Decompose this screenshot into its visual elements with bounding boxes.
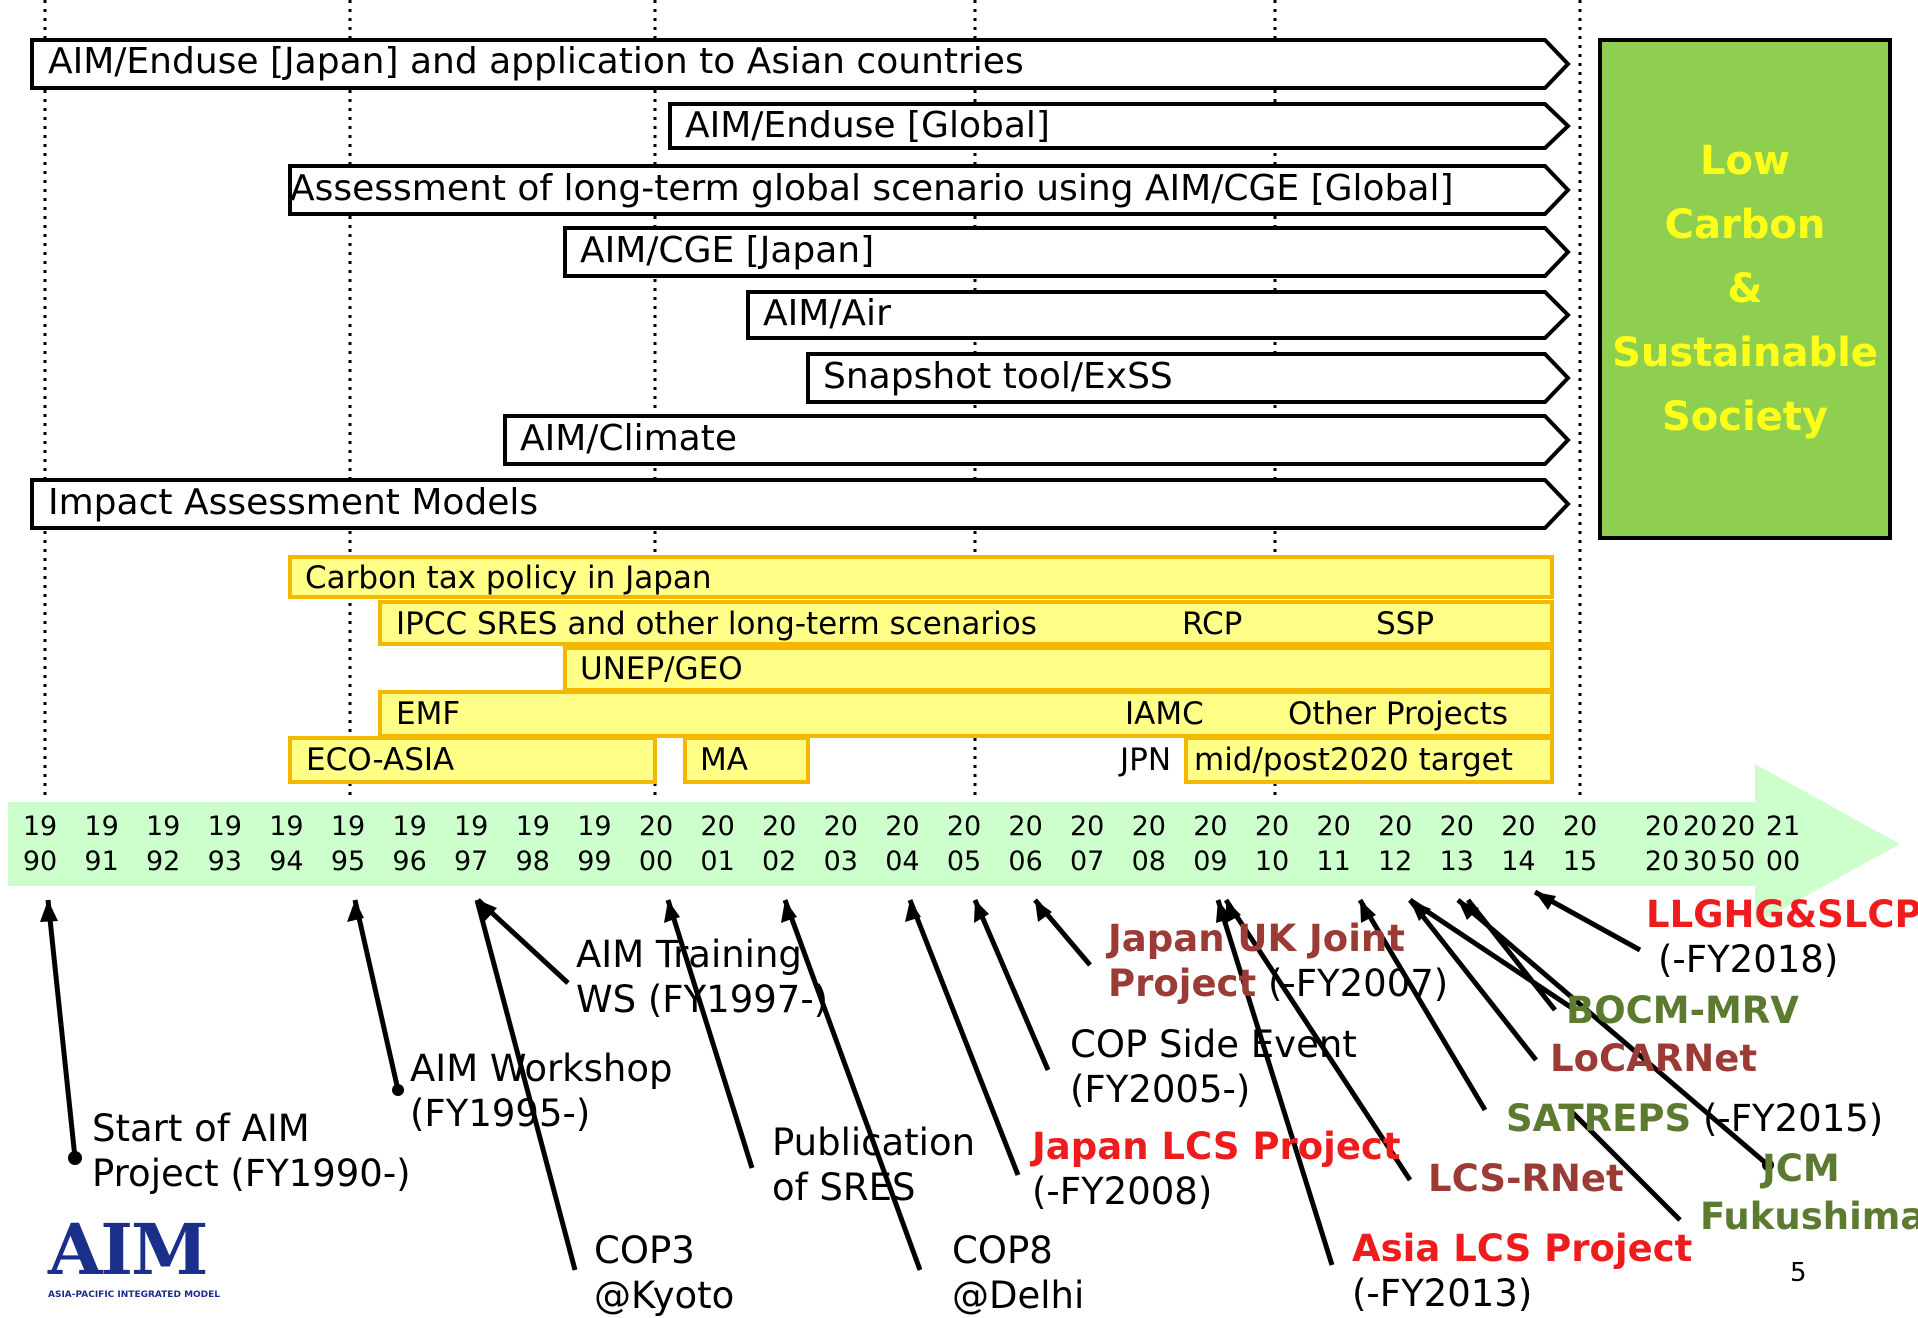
event-label: BOCM-MRV xyxy=(1566,989,1799,1032)
goal-box: Low Carbon & Sustainable Society xyxy=(1598,38,1892,540)
model-bar-7 xyxy=(503,414,1571,466)
model-bar-label: Impact Assessment Models xyxy=(48,482,539,523)
year-label: 20 50 xyxy=(1720,811,1756,878)
year-label: 21 00 xyxy=(1765,811,1801,878)
project-label: Carbon tax policy in Japan xyxy=(305,560,712,596)
model-bar-8 xyxy=(30,478,1571,530)
year-label: 20 12 xyxy=(1378,811,1413,878)
model-bar-label: Assessment of long-term global scenario … xyxy=(290,168,1454,209)
project-label: IAMC xyxy=(1125,696,1204,732)
model-bar-label: AIM/Enduse [Global] xyxy=(685,105,1050,146)
year-label: 19 92 xyxy=(146,811,181,878)
model-bar-5 xyxy=(746,290,1571,340)
year-label: 20 11 xyxy=(1316,811,1351,878)
year-label: 20 09 xyxy=(1193,811,1228,878)
model-bar-6 xyxy=(806,352,1571,404)
year-label: 20 08 xyxy=(1131,811,1166,878)
project-label: mid/post2020 target xyxy=(1194,742,1513,778)
year-label: 20 07 xyxy=(1070,811,1105,878)
model-bars xyxy=(30,38,1571,530)
model-bar-4 xyxy=(563,226,1571,278)
project-bar-emf xyxy=(378,690,1554,738)
start-dot xyxy=(68,1151,82,1165)
model-bar-label: AIM/Enduse [Japan] and application to As… xyxy=(48,41,1024,82)
event-label: COP8 @Delhi xyxy=(952,1229,1085,1318)
event-label: LCS-RNet xyxy=(1428,1157,1624,1200)
year-label: 20 04 xyxy=(885,811,920,878)
project-label: MA xyxy=(700,742,748,778)
year-label: 19 94 xyxy=(269,811,304,878)
year-label: 20 20 xyxy=(1644,811,1680,878)
event-label: SATREPS (-FY2015) xyxy=(1506,1097,1884,1140)
year-label: 20 13 xyxy=(1439,811,1474,878)
model-bar-2 xyxy=(668,102,1571,150)
year-label: 20 15 xyxy=(1562,811,1598,878)
year-label: 19 95 xyxy=(330,811,366,878)
event-label: Start of AIM Project (FY1990-) xyxy=(92,1107,411,1196)
year-label: 19 97 xyxy=(454,811,489,878)
aim-logo: AIM ASIA-PACIFIC INTEGRATED MODEL xyxy=(48,1208,221,1315)
year-label: 20 00 xyxy=(638,811,674,878)
model-bar-label: Snapshot tool/ExSS xyxy=(823,356,1173,397)
model-bar-label: AIM/CGE [Japan] xyxy=(580,230,875,271)
project-label: SSP xyxy=(1376,606,1435,642)
year-label: 19 98 xyxy=(515,811,550,878)
event-arrows xyxy=(45,889,1770,1271)
year-label: 20 06 xyxy=(1008,811,1043,878)
goal-text: Low Carbon & Sustainable Society xyxy=(1612,138,1878,440)
model-bar-label: AIM/Air xyxy=(763,293,891,334)
logo-subtitle: ASIA-PACIFIC INTEGRATED MODEL xyxy=(48,1290,221,1300)
event-label: COP Side Event (FY2005-) xyxy=(1070,1023,1357,1112)
page-number: 5 xyxy=(1790,1258,1807,1288)
project-bar-carbon-tax xyxy=(288,555,1554,599)
project-label: EMF xyxy=(396,696,461,732)
project-bar-mid-post xyxy=(1184,736,1554,784)
year-label: 19 93 xyxy=(207,811,242,878)
project-bar-eco-asia xyxy=(288,736,657,784)
event-label: Asia LCS Project (-FY2013) xyxy=(1352,1227,1693,1316)
project-label: UNEP/GEO xyxy=(580,651,743,687)
model-bar-1 xyxy=(30,38,1571,90)
project-label: ECO-ASIA xyxy=(306,742,455,778)
year-label: 19 91 xyxy=(84,811,119,878)
aim-workshop-dot xyxy=(392,1084,404,1096)
project-label: IPCC SRES and other long-term scenarios xyxy=(396,606,1037,642)
model-bar-label: AIM/Climate xyxy=(520,418,737,459)
event-label: JCM xyxy=(1762,1147,1840,1190)
event-label: LoCARNet xyxy=(1550,1037,1758,1080)
event-label: AIM Training WS (FY1997-) xyxy=(576,933,829,1022)
logo-text: AIM xyxy=(48,1208,209,1291)
event-label: COP3 @Kyoto xyxy=(594,1229,735,1318)
year-label: 19 96 xyxy=(392,811,427,878)
year-label: 19 99 xyxy=(577,811,612,878)
jcm-dot xyxy=(1762,1159,1774,1171)
year-label: 20 30 xyxy=(1682,811,1718,878)
year-label: 20 14 xyxy=(1501,811,1536,878)
project-bar-ipcc xyxy=(378,600,1554,646)
year-label: 20 10 xyxy=(1254,811,1290,878)
year-label: 20 05 xyxy=(946,811,982,878)
year-label: 20 01 xyxy=(700,811,735,878)
event-label: AIM Workshop (FY1995-) xyxy=(410,1047,673,1136)
year-label: 19 90 xyxy=(22,811,58,878)
event-label: LLGHG&SLCP (-FY2018) xyxy=(1646,893,1918,982)
year-label: 20 02 xyxy=(762,811,797,878)
year-label: 20 03 xyxy=(823,811,858,878)
event-label: Fukushima xyxy=(1700,1195,1918,1238)
jpn-label: JPN xyxy=(1120,742,1172,778)
project-bar-ma xyxy=(683,736,810,784)
model-bar-3 xyxy=(288,164,1571,216)
event-label: Japan LCS Project (-FY2008) xyxy=(1032,1125,1401,1214)
project-label: Other Projects xyxy=(1288,696,1509,732)
project-bars xyxy=(288,555,1554,784)
project-label: RCP xyxy=(1182,606,1243,642)
timeline-band xyxy=(8,764,1900,924)
event-label: Japan UK Joint Project (-FY2007) xyxy=(1108,917,1449,1006)
event-label: Publication of SRES xyxy=(772,1121,976,1210)
arrow-heads xyxy=(40,892,1556,923)
